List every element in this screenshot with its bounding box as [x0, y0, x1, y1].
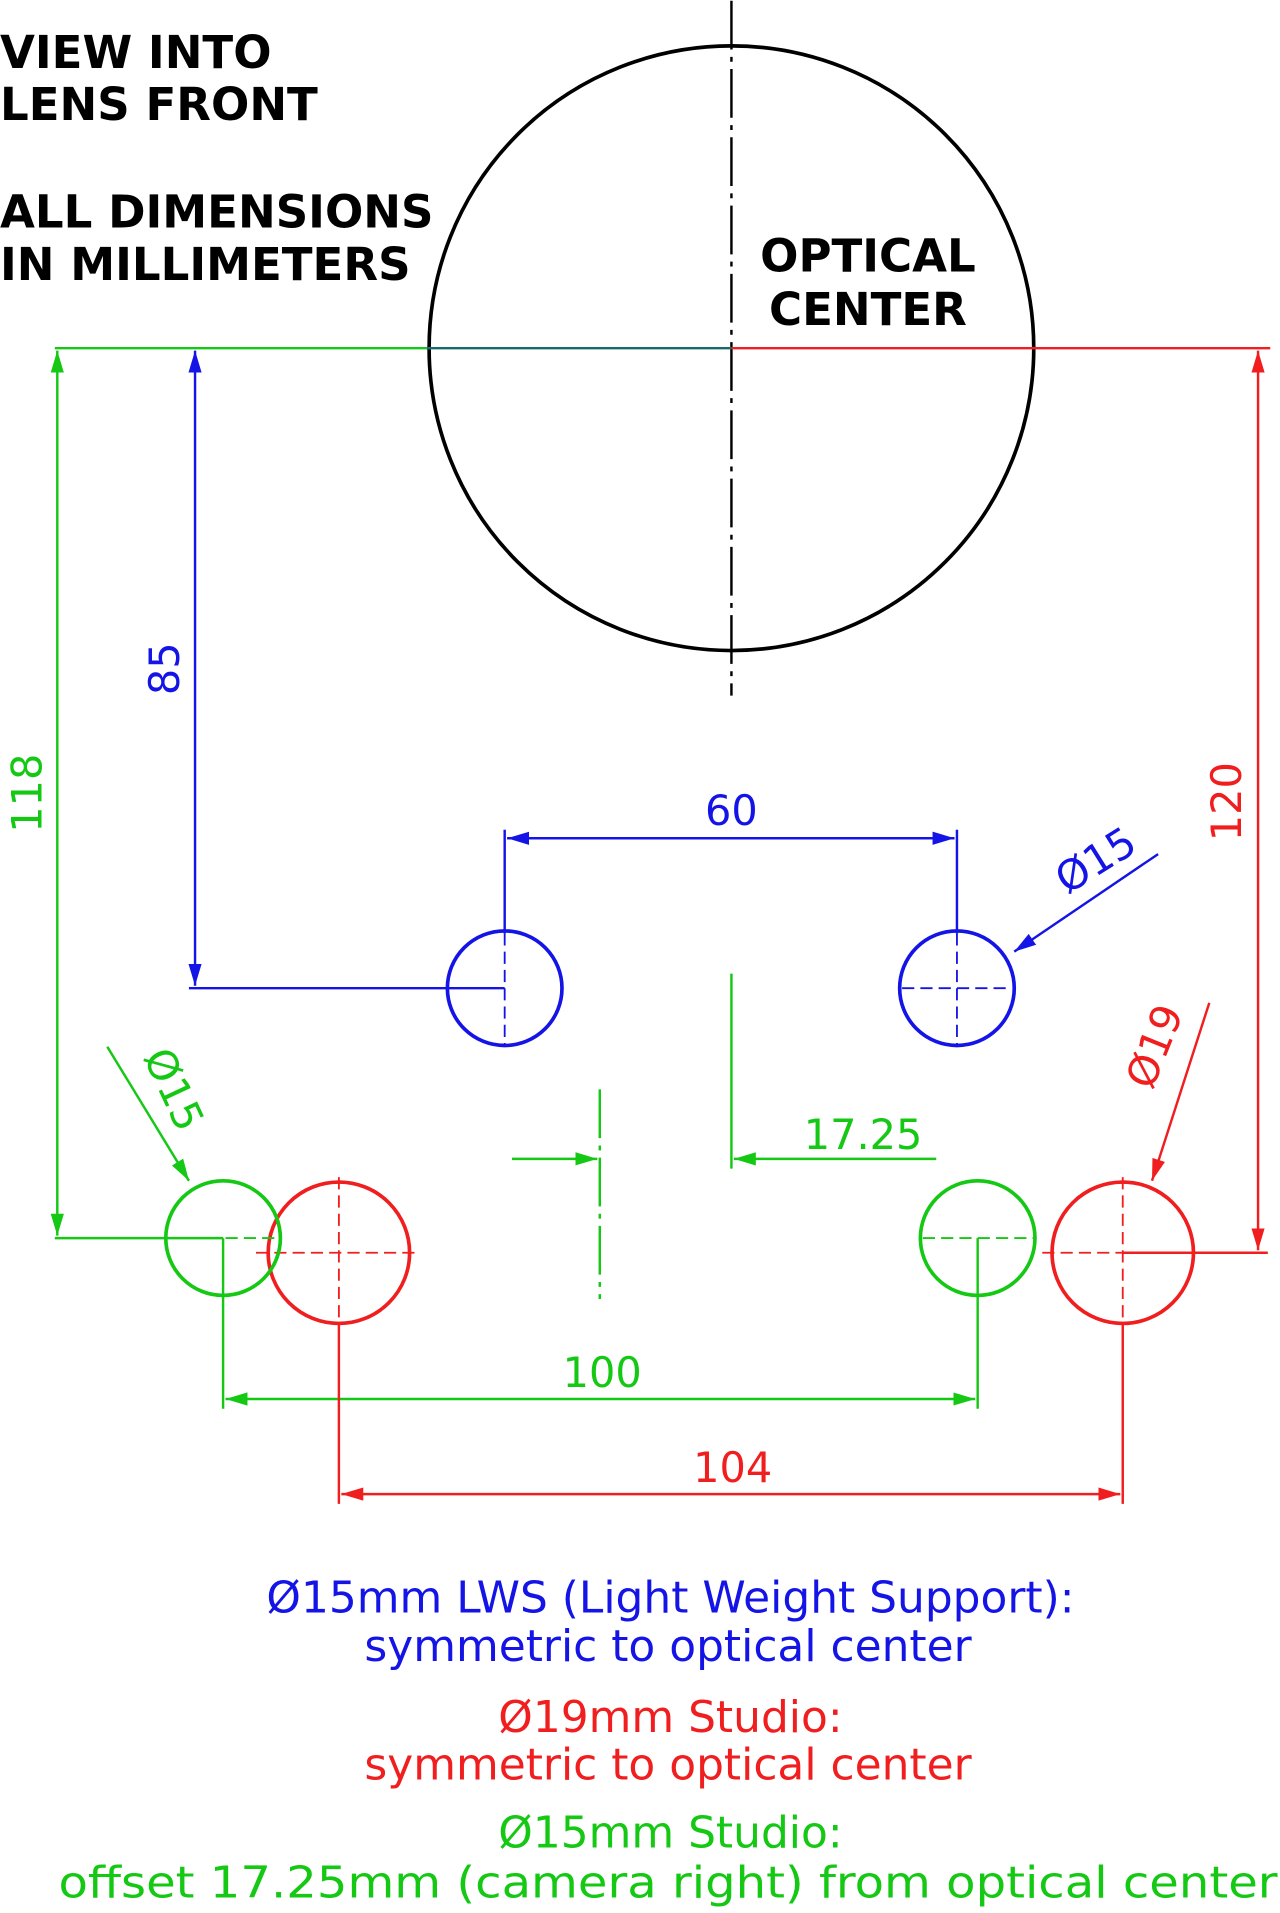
units-label-line2: IN MILLIMETERS [0, 238, 411, 291]
optical-center-label-line1: OPTICAL [760, 229, 976, 282]
dimension-104-label: 104 [693, 1444, 772, 1492]
dimension-85-label: 85 [141, 642, 189, 695]
note-studio19-line2: symmetric to optical center [364, 1739, 972, 1790]
blue-diameter-label: Ø15 [1047, 818, 1145, 904]
dimension-100-label: 100 [563, 1349, 642, 1397]
view-label-line1: VIEW INTO [0, 26, 272, 79]
red-diameter-label: Ø19 [1117, 998, 1193, 1095]
units-label-line1: ALL DIMENSIONS [0, 186, 433, 239]
note-lws-line1: Ø15mm LWS (Light Weight Support): [266, 1572, 1074, 1623]
green-diameter-label: Ø15 [134, 1041, 214, 1139]
view-label-line2: LENS FRONT [0, 78, 318, 131]
optical-center-label-line2: CENTER [769, 283, 967, 336]
green-diameter-leader [106, 1046, 190, 1182]
dimension-118-label: 118 [3, 754, 51, 833]
dimension-120-label: 120 [1203, 762, 1251, 841]
note-lws-line2: symmetric to optical center [364, 1621, 972, 1672]
dimension-17-25-label: 17.25 [804, 1111, 923, 1159]
blue-diameter-leader [1013, 853, 1159, 953]
red-diameter-leader [1150, 1002, 1211, 1182]
note-studio15-line2: offset 17.25mm (camera right) from optic… [59, 1858, 1279, 1909]
note-studio15-line1: Ø15mm Studio: [498, 1808, 842, 1859]
dimension-60-label: 60 [705, 787, 758, 835]
note-studio19-line1: Ø19mm Studio: [498, 1692, 842, 1743]
